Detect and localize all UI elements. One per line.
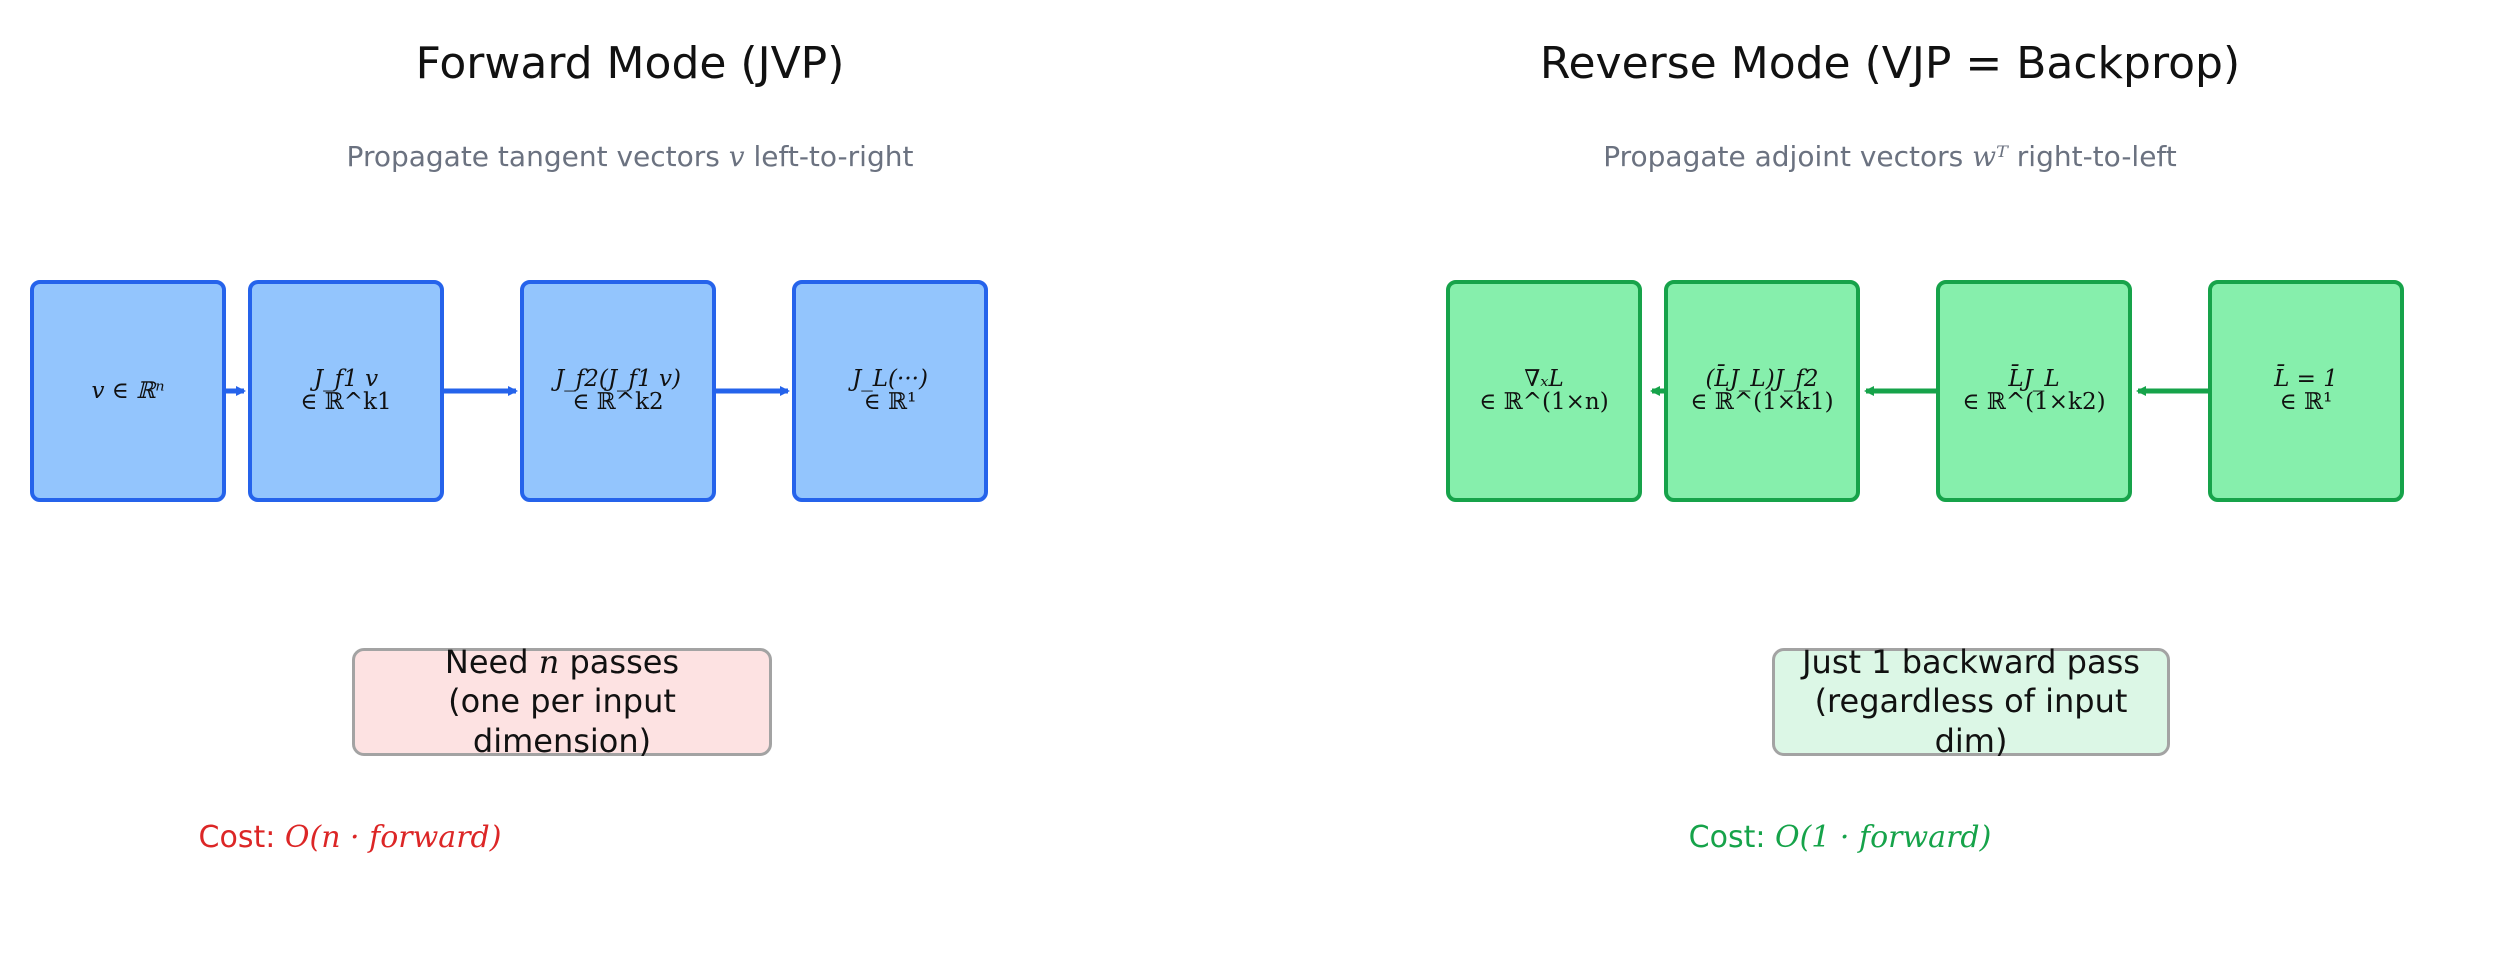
forward-cost: Cost: O(n · forward) (0, 820, 980, 855)
forward-box-input: v ∈ ℝⁿ (30, 280, 226, 502)
reverse-cost-expr: O(1 · forward) (1775, 820, 1992, 855)
forward-box-jf2: J_f2(J_f1 v) ∈ ℝ^k2 (520, 280, 716, 502)
forward-note-post: passes (559, 643, 680, 682)
reverse-passes-note: Just 1 backward pass (regardless of inpu… (1772, 643, 2170, 760)
forward-subtitle-var: v (728, 140, 745, 173)
forward-title: Forward Mode (JVP) (415, 38, 845, 89)
forward-passes-note: Need n passes (one per input dimension) (352, 643, 772, 760)
reverse-box-4-line2: ∈ ℝ¹ (2279, 389, 2333, 415)
reverse-note-line2: (regardless of input dim) (1814, 682, 2128, 760)
reverse-box-2-line1: (L̄J_L)J_f2 (1705, 366, 1819, 392)
forward-box-1-line1: v ∈ ℝⁿ (91, 377, 165, 404)
reverse-cost: Cost: O(1 · forward) (1210, 820, 2470, 855)
forward-note-line1: Need n passes (445, 643, 679, 682)
forward-box-4-line1: J_L(···) (852, 366, 928, 392)
reverse-note-line1: Just 1 backward pass (1802, 643, 2140, 682)
forward-subtitle: Propagate tangent vectors v left-to-righ… (0, 140, 1260, 173)
forward-cost-label: Cost: (198, 820, 285, 855)
reverse-box-grad: ∇ₓL ∈ ℝ^(1×n) (1446, 280, 1642, 502)
forward-box-jf1: J_f1 v ∈ ℝ^k1 (248, 280, 444, 502)
reverse-box-3-line1: L̄J_L (2008, 366, 2060, 392)
reverse-box-lbar: L̄ = 1 ∈ ℝ¹ (2208, 280, 2404, 502)
reverse-subtitle-var: wᵀ (1972, 140, 2008, 173)
reverse-box-2-line2: ∈ ℝ^(1×k1) (1690, 389, 1834, 415)
forward-box-3-line2: ∈ ℝ^k2 (572, 389, 664, 415)
forward-note-line2: (one per input dimension) (448, 682, 676, 760)
forward-box-2-line1: J_f1 v (313, 366, 379, 392)
reverse-box-1-line1: ∇ₓL (1524, 366, 1564, 392)
reverse-box-3-line2: ∈ ℝ^(1×k2) (1962, 389, 2106, 415)
forward-box-4-line2: ∈ ℝ¹ (863, 389, 917, 415)
forward-mode-panel: Forward Mode (JVP) Propagate tangent vec… (0, 38, 1260, 855)
reverse-box-1-line2: ∈ ℝ^(1×n) (1479, 389, 1609, 415)
reverse-title: Reverse Mode (VJP = Backprop) (1539, 38, 2241, 89)
reverse-mode-panel: Reverse Mode (VJP = Backprop) Propagate … (1260, 0, 2520, 964)
forward-box-3-line1: J_f2(J_f1 v) (555, 366, 681, 392)
reverse-subtitle-post: right-to-left (2007, 140, 2177, 173)
reverse-cost-label: Cost: (1688, 820, 1775, 855)
reverse-subtitle: Propagate adjoint vectors wᵀ right-to-le… (1260, 140, 2520, 173)
forward-box-jl: J_L(···) ∈ ℝ¹ (792, 280, 988, 502)
reverse-box-ljl-jf2: (L̄J_L)J_f2 ∈ ℝ^(1×k1) (1664, 280, 1860, 502)
reverse-box-4-line1: L̄ = 1 (2274, 366, 2338, 392)
forward-note-var: n (538, 643, 560, 682)
reverse-box-ljl: L̄J_L ∈ ℝ^(1×k2) (1936, 280, 2132, 502)
reverse-subtitle-pre: Propagate adjoint vectors (1603, 140, 1973, 173)
forward-subtitle-pre: Propagate tangent vectors (346, 140, 729, 173)
forward-box-2-line2: ∈ ℝ^k1 (300, 389, 392, 415)
forward-subtitle-post: left-to-right (744, 140, 914, 173)
forward-note-pre: Need (444, 643, 539, 682)
forward-cost-expr: O(n · forward) (284, 820, 502, 855)
